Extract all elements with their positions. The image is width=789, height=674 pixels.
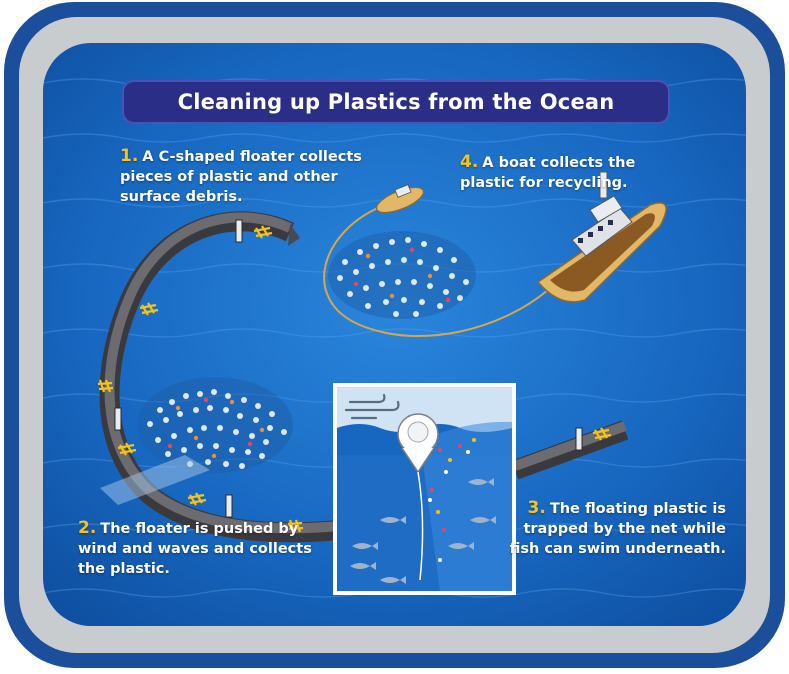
step-1-caption: 1.A C-shaped floater collects pieces of … xyxy=(120,146,380,207)
step-1-number: 1. xyxy=(120,146,139,166)
step-4-text: A boat collects the plastic for recyclin… xyxy=(460,155,636,191)
step-3-text: The floating plastic is trapped by the n… xyxy=(509,501,726,557)
step-4-number: 4. xyxy=(460,152,479,172)
fish-icon xyxy=(350,478,496,584)
wind-icon xyxy=(344,393,400,420)
inset-pointer-beam xyxy=(100,455,210,505)
boat-icon xyxy=(536,171,667,303)
floater-right-segment xyxy=(511,420,629,480)
connector-marks xyxy=(97,225,612,533)
page-title: Cleaning up Plastics from the Ocean xyxy=(122,80,670,124)
step-3-caption: 3.The floating plastic is trapped by the… xyxy=(508,498,726,559)
step-4-caption: 4.A boat collects the plastic for recycl… xyxy=(460,152,660,193)
step-2-caption: 2.The floater is pushed by wind and wave… xyxy=(78,518,338,579)
c-shaped-floater xyxy=(99,211,341,543)
step-3-number: 3. xyxy=(527,498,546,518)
step-1-text: A C-shaped floater collects pieces of pl… xyxy=(120,149,362,205)
net-detail-inset xyxy=(333,383,516,595)
plastic-debris-cluster xyxy=(137,377,293,473)
buoy-icon xyxy=(114,219,583,518)
collected-plastic-area xyxy=(323,204,549,337)
step-2-number: 2. xyxy=(78,518,97,538)
step-2-text: The floater is pushed by wind and waves … xyxy=(78,521,312,577)
small-boat-icon xyxy=(375,184,425,214)
